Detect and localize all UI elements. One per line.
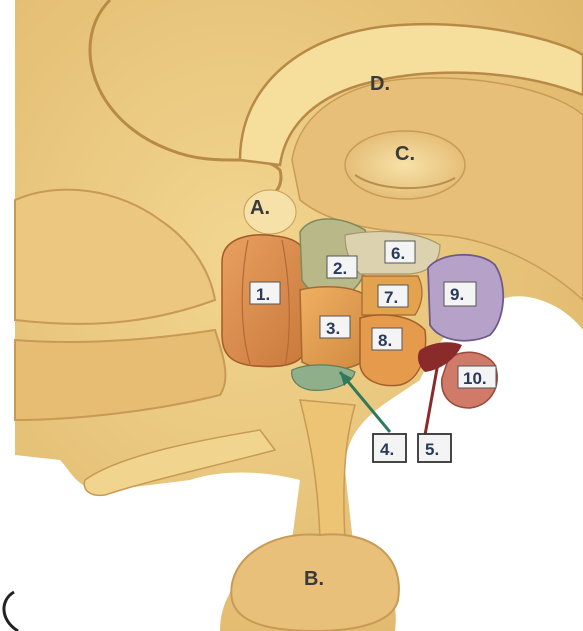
label-5: 5.: [425, 440, 439, 459]
label-8: 8.: [378, 331, 392, 350]
label-1: 1.: [256, 285, 270, 304]
label-9: 9.: [450, 285, 464, 304]
label-a: A.: [250, 197, 270, 219]
label-c: C.: [395, 143, 415, 165]
label-10: 10.: [463, 369, 487, 388]
label-d: D.: [370, 73, 390, 95]
label-3: 3.: [326, 319, 340, 338]
label-7: 7.: [384, 288, 398, 307]
label-6: 6.: [391, 244, 405, 263]
label-4: 4.: [380, 440, 394, 459]
label-b: B.: [304, 568, 324, 590]
label-2: 2.: [333, 259, 347, 278]
